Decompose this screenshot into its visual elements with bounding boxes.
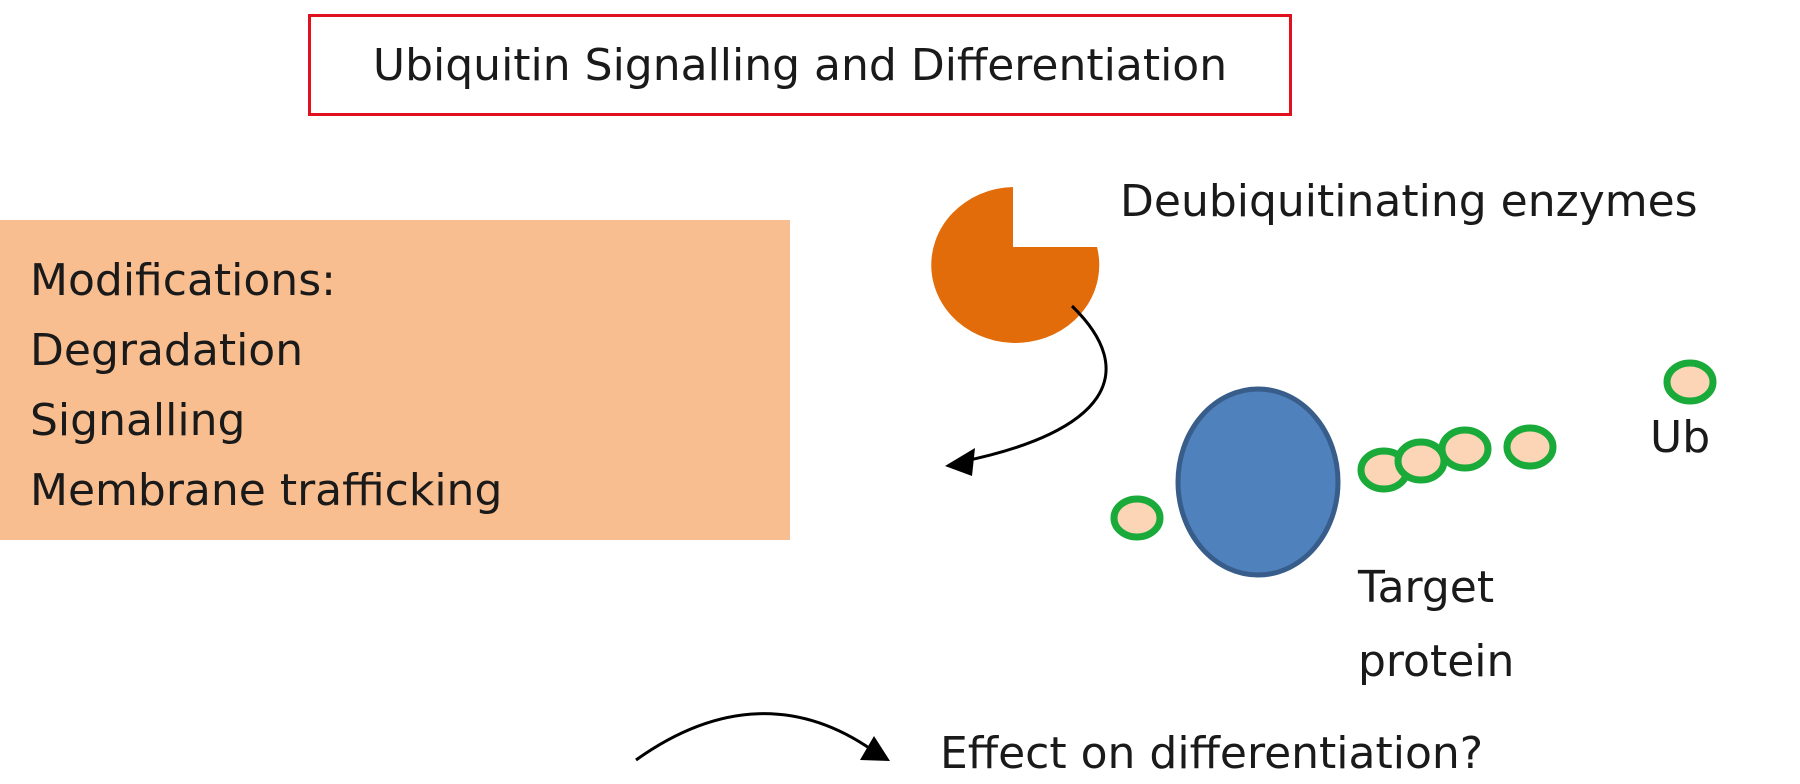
diagram-title: Ubiquitin Signalling and Differentiation [372, 39, 1228, 91]
ub-chain-circle-3 [1438, 426, 1492, 472]
enzymes-label: Deubiquitinating enzymes [1120, 176, 1698, 227]
modification-item-degradation: Degradation [30, 325, 304, 376]
enzyme-shape [931, 187, 1100, 343]
title-box: Ubiquitin Signalling and Differentiation [308, 14, 1292, 116]
target-protein-shape [1175, 386, 1341, 578]
enzyme-arrow-head [945, 448, 975, 476]
modifications-box: Modifications: Degradation Signalling Me… [0, 220, 790, 540]
target-protein-label-line1: Target [1358, 562, 1495, 613]
modifications-heading: Modifications: [30, 255, 336, 306]
ub-chain-circle-2 [1394, 438, 1448, 484]
enzyme-arrow-curve [959, 304, 1108, 464]
ub-free-circle [1663, 359, 1717, 405]
modification-item-signalling: Signalling [30, 395, 246, 446]
ub-chain-circle-4 [1503, 424, 1557, 470]
effect-arrow-head [860, 736, 890, 761]
ub-circle-left [1110, 495, 1164, 541]
ub-label: Ub [1650, 412, 1711, 463]
target-protein-label-line2: protein [1358, 636, 1515, 687]
effect-arrow-curve [635, 712, 873, 762]
modification-item-membrane-trafficking: Membrane trafficking [30, 465, 503, 516]
effect-label: Effect on differentiation? [940, 728, 1484, 779]
